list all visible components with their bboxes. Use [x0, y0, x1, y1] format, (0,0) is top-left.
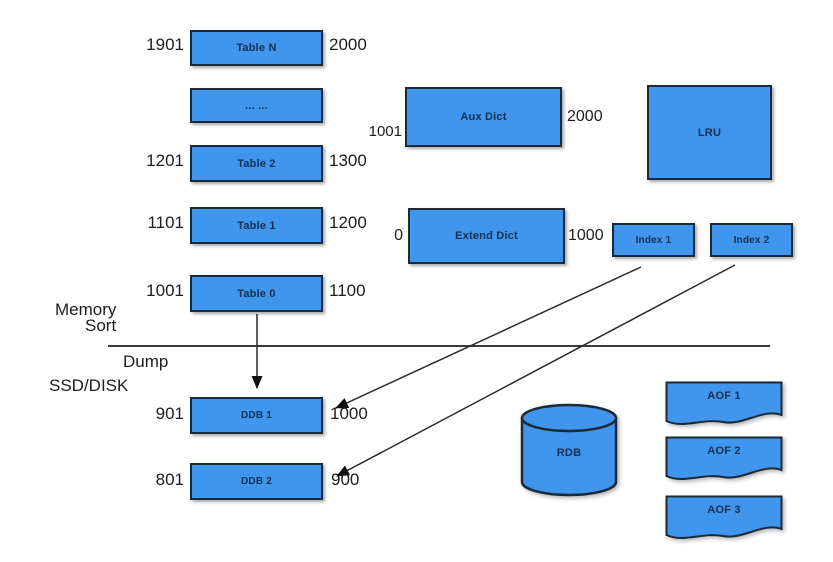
- index-2-box: Index 2: [710, 223, 793, 257]
- range-end-label: 1000: [330, 404, 368, 423]
- lru-box: LRU: [647, 85, 772, 180]
- table-0-box: Table 0: [190, 275, 323, 312]
- document-shape-icon: [665, 436, 783, 480]
- range-end-label: 1200: [329, 213, 367, 232]
- dump-label: Dump: [123, 352, 169, 371]
- range-end-label: 1300: [329, 151, 367, 170]
- range-end-label: 900: [331, 470, 360, 489]
- table-1-box: Table 1: [190, 207, 323, 244]
- extend-dict-box: Extend Dict: [408, 208, 565, 264]
- range-start-label: 1901: [146, 35, 184, 54]
- ddb-2-box: DDB 2: [190, 463, 323, 500]
- aof-1-document: AOF 1: [665, 381, 783, 429]
- index1-to-ddb1: [335, 266, 642, 409]
- aof-label: AOF 3: [707, 504, 741, 516]
- document-shape-icon: [665, 381, 783, 425]
- range-start-label: 1001: [368, 123, 402, 140]
- aof-label: AOF 1: [707, 390, 741, 402]
- disk-region-label: SSD/DISK: [49, 376, 129, 395]
- memory-region-label: Memory: [55, 300, 117, 319]
- range-end-label: 1000: [568, 227, 604, 244]
- rdb-label: RDB: [556, 447, 582, 459]
- aof-2-document: AOF 2: [665, 436, 783, 484]
- range-start-label: 1001: [146, 281, 184, 300]
- table-2-box: Table 2: [190, 145, 323, 182]
- aof-label: AOF 2: [707, 445, 741, 457]
- range-start-label: 801: [155, 470, 184, 489]
- rdb-cylinder: RDB: [519, 401, 619, 499]
- aof-3-document: AOF 3: [665, 495, 783, 543]
- aux-dict-box: Aux Dict: [405, 87, 562, 147]
- ddb-1-box: DDB 1: [190, 397, 323, 434]
- range-end-label: 2000: [329, 35, 367, 54]
- range-start-label: 1201: [146, 151, 184, 170]
- sort-label: Sort: [85, 316, 117, 335]
- document-shape-icon: [665, 495, 783, 539]
- range-start-label: 901: [155, 404, 184, 423]
- table-ellipsis-box: ... ...: [190, 88, 323, 123]
- range-start-label: 0: [394, 227, 403, 244]
- range-start-label: 1101: [147, 213, 184, 232]
- index-1-box: Index 1: [612, 223, 695, 257]
- range-end-label: 2000: [567, 108, 603, 125]
- table-n-box: Table N: [190, 30, 323, 66]
- database-cylinder-icon: [520, 403, 618, 497]
- range-end-label: 1100: [329, 281, 366, 300]
